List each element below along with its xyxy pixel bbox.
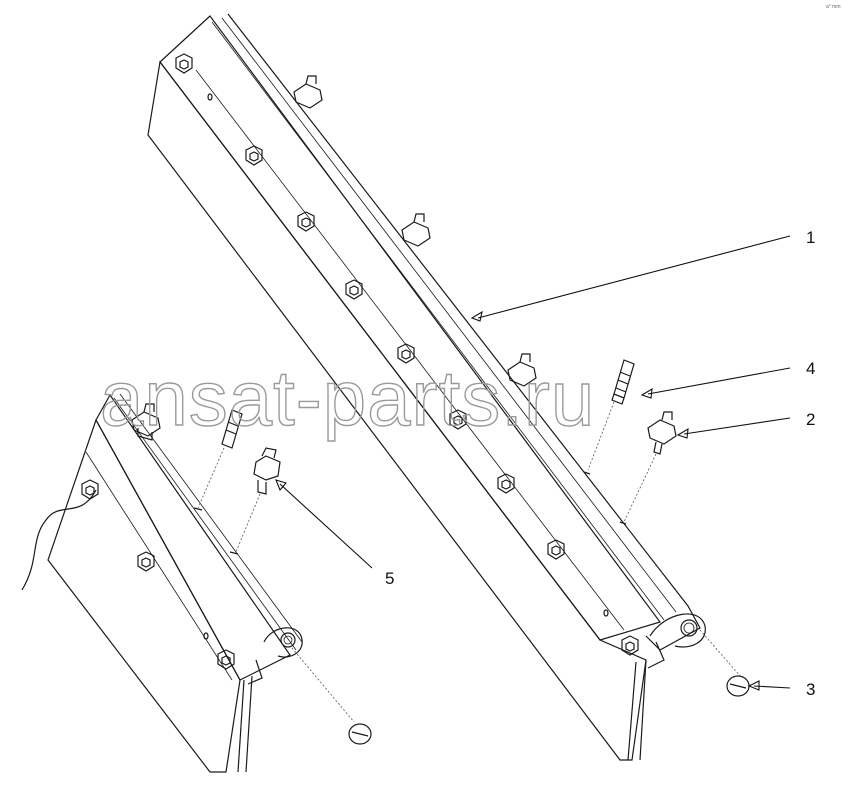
callout-1: 1: [806, 228, 815, 247]
corner-code: a° mm: [826, 4, 841, 10]
callout-4: 4: [806, 359, 815, 378]
end-cap-part: [726, 675, 750, 697]
callout-2: 2: [806, 410, 815, 429]
watermark-text: ansat-parts.ru: [100, 354, 595, 442]
hose-fitting-part: [611, 359, 635, 405]
leader-lines: [275, 235, 791, 691]
callout-5: 5: [385, 569, 394, 588]
callout-3: 3: [806, 680, 815, 699]
detail-view: [21, 393, 372, 773]
nozzle-part: [647, 411, 677, 455]
main-blade-assembly: [147, 13, 750, 761]
